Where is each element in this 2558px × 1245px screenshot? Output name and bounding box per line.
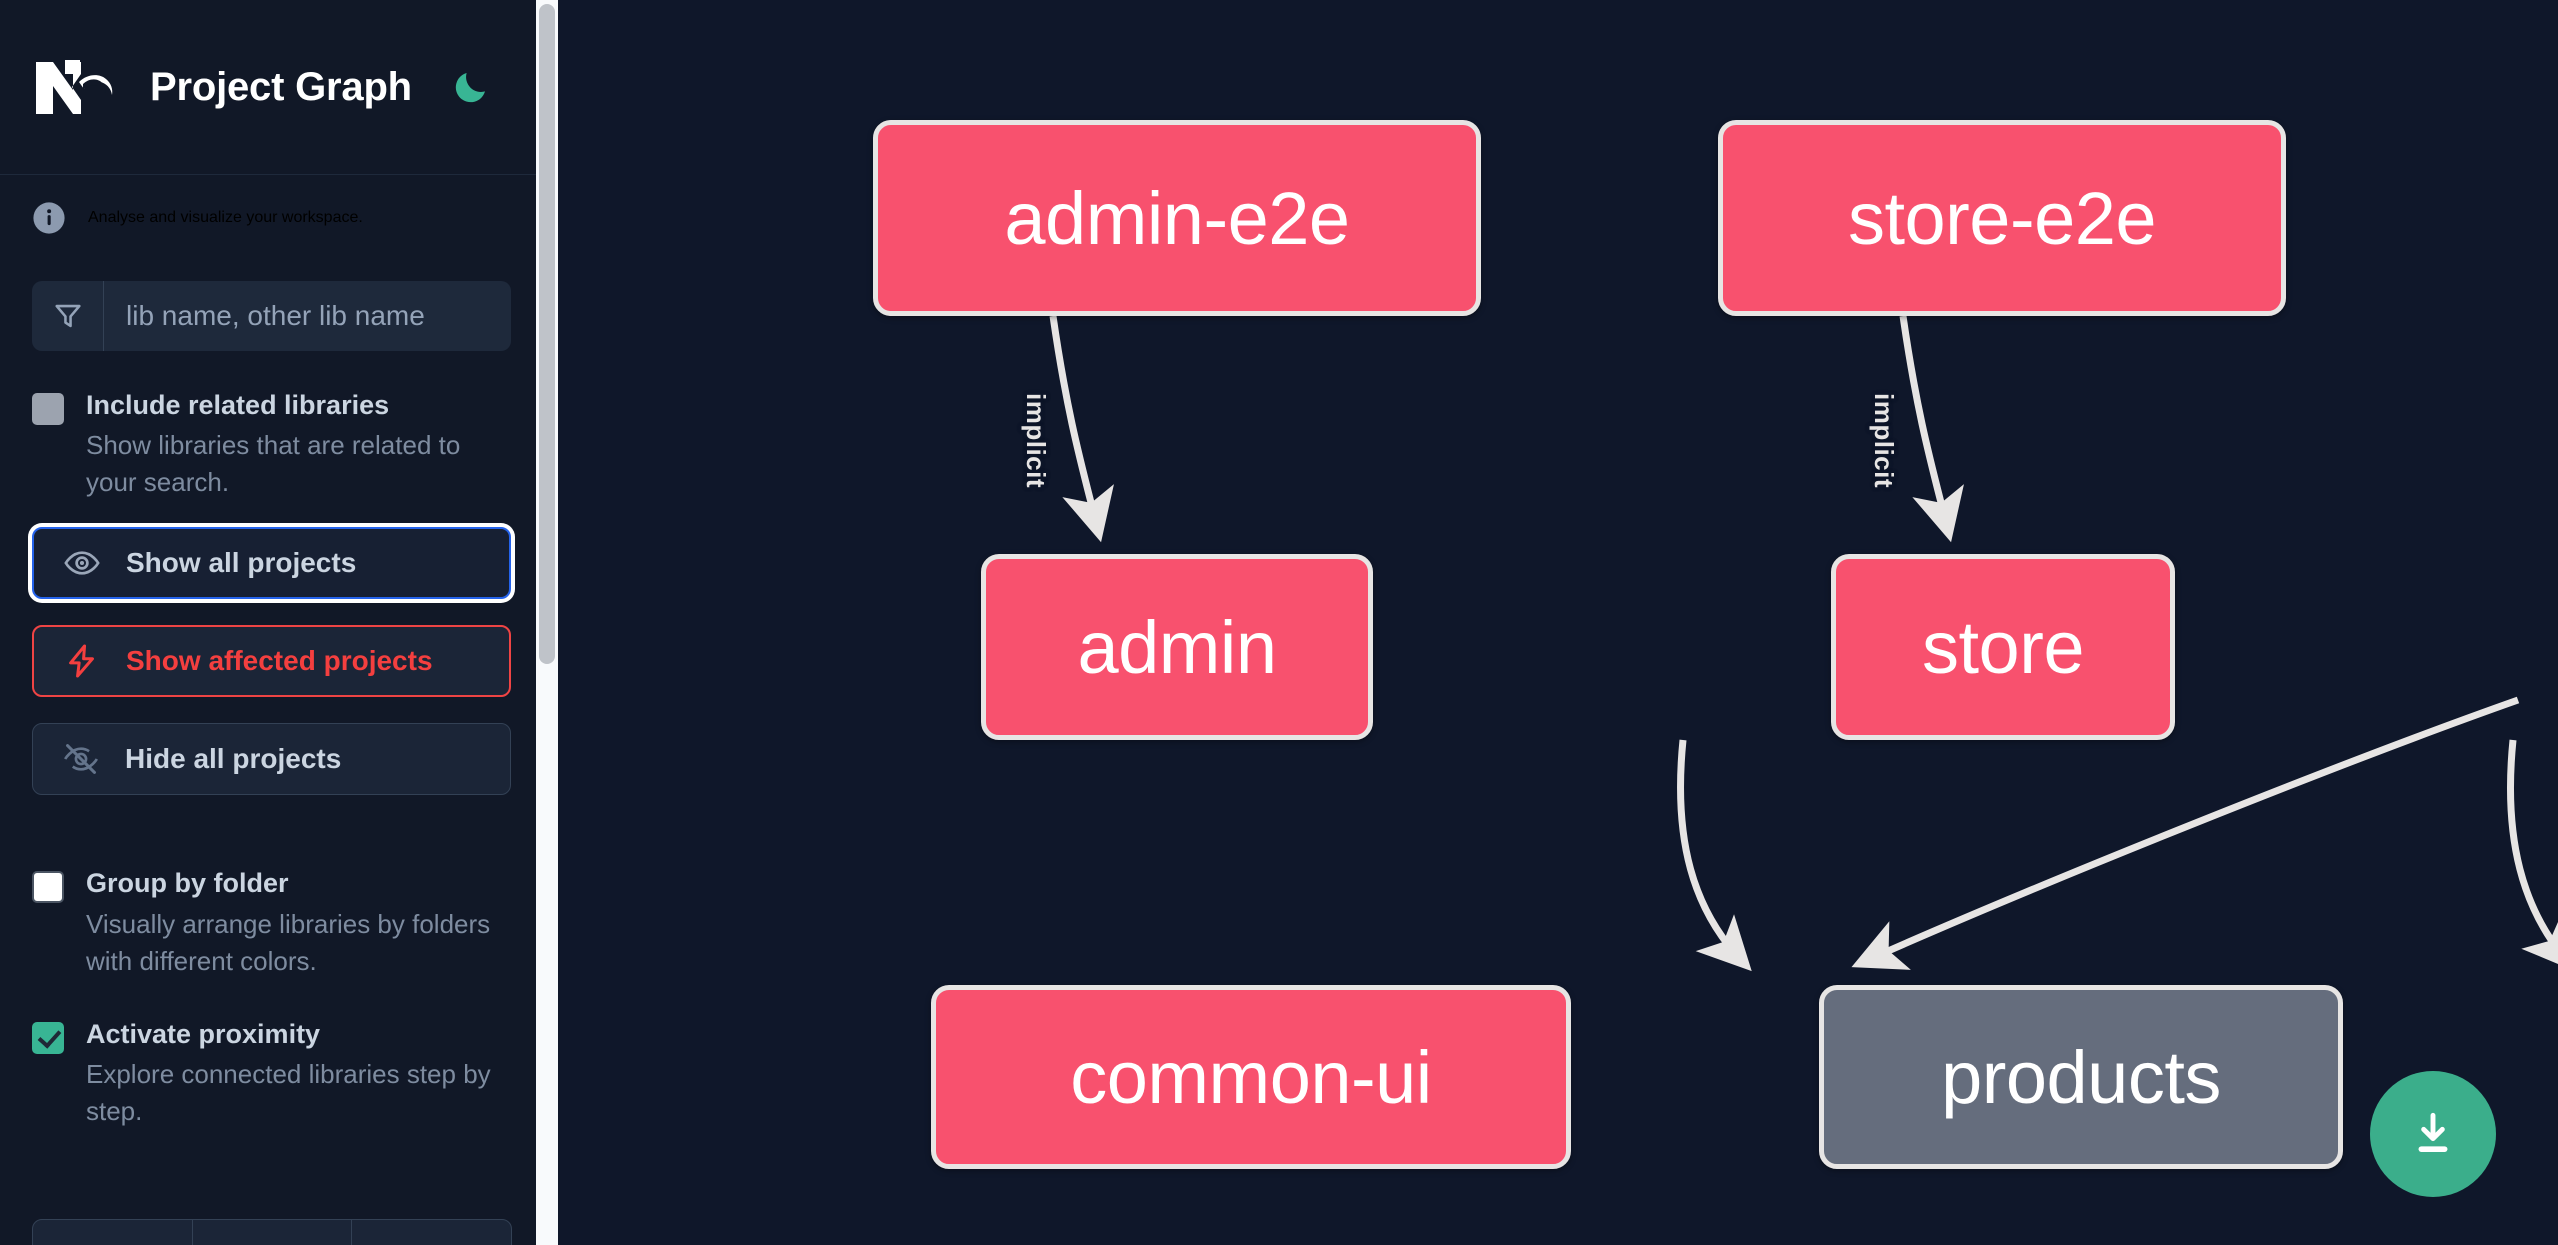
node-label: store [1921, 605, 2085, 689]
show-affected-projects-label: Show affected projects [126, 645, 433, 677]
show-affected-projects-button[interactable]: Show affected projects [32, 625, 511, 698]
proximity-stepper-group[interactable] [32, 1219, 512, 1245]
search-input[interactable] [104, 300, 511, 332]
hide-all-projects-button[interactable]: Hide all projects [32, 723, 511, 796]
sidebar-scrollbar[interactable] [536, 0, 558, 1245]
graph-node-store-e2e[interactable]: store-e2e [1718, 120, 2286, 316]
option-group-by-folder[interactable]: Group by folder Visually arrange librari… [32, 865, 511, 979]
moon-icon[interactable] [448, 64, 494, 110]
eye-off-icon [61, 739, 101, 779]
page-title: Project Graph [150, 64, 412, 109]
option-activate-proximity[interactable]: Activate proximity Explore connected lib… [32, 1016, 511, 1130]
eye-icon [62, 543, 102, 583]
graph-edges [1049, 315, 2558, 972]
sidebar: Project Graph Analyse and visualize your… [0, 0, 558, 1245]
info-circle-icon [32, 201, 66, 235]
node-label: admin-e2e [1004, 176, 1350, 260]
option-description: Explore connected libraries step by step… [86, 1058, 491, 1126]
node-label: admin [1077, 605, 1277, 689]
lightning-bolt-icon [62, 641, 102, 681]
show-all-projects-button[interactable]: Show all projects [32, 527, 511, 600]
filter-funnel-icon [32, 281, 104, 351]
edge-label-store-e2e-store: implicit [1869, 392, 1900, 489]
brand-header: Project Graph [0, 0, 543, 175]
graph-node-store[interactable]: store [1831, 554, 2175, 740]
edge-label-admin-e2e-admin: implicit [1021, 392, 1052, 489]
sidebar-controls: Include related libraries Show libraries… [0, 281, 543, 1130]
option-label: Activate proximity [86, 1018, 321, 1049]
graph-node-products[interactable]: products [1819, 985, 2343, 1169]
option-label: Group by folder [86, 868, 289, 899]
proximity-step-increase[interactable] [352, 1220, 511, 1245]
node-label: products [1941, 1035, 2221, 1119]
tagline-text: Analyse and visualize your workspace. [88, 209, 363, 226]
node-label: store-e2e [1847, 176, 2157, 260]
graph-node-admin-e2e[interactable]: admin-e2e [873, 120, 1481, 316]
option-include-related-libraries[interactable]: Include related libraries Show libraries… [32, 387, 511, 501]
checkbox-activate-proximity[interactable] [32, 1021, 64, 1054]
option-description: Visually arrange libraries by folders wi… [86, 908, 491, 976]
graph-canvas[interactable]: admin-e2e store-e2e admin store common-u… [558, 0, 2558, 1245]
nx-logo-icon [32, 56, 124, 118]
spacer [32, 795, 511, 829]
option-label: Include related libraries [86, 390, 390, 420]
download-icon [2418, 1112, 2448, 1152]
checkbox-include-related-libraries[interactable] [32, 393, 64, 425]
download-button[interactable] [2370, 1071, 2496, 1197]
sidebar-content: Project Graph Analyse and visualize your… [0, 0, 543, 1245]
show-all-projects-label: Show all projects [126, 547, 357, 579]
graph-node-admin[interactable]: admin [981, 554, 1373, 740]
sidebar-scrollbar-thumb[interactable] [539, 4, 555, 664]
checkbox-group-by-folder[interactable] [32, 871, 64, 904]
graph-node-common-ui[interactable]: common-ui [931, 985, 1571, 1169]
hide-all-projects-label: Hide all projects [125, 743, 342, 775]
tagline: Analyse and visualize your workspace. [0, 175, 543, 235]
node-label: common-ui [1070, 1035, 1432, 1119]
search-box[interactable] [32, 281, 511, 351]
option-description: Show libraries that are related to your … [86, 430, 461, 498]
proximity-step-decrease[interactable] [33, 1220, 193, 1245]
proximity-step-value [193, 1220, 353, 1245]
